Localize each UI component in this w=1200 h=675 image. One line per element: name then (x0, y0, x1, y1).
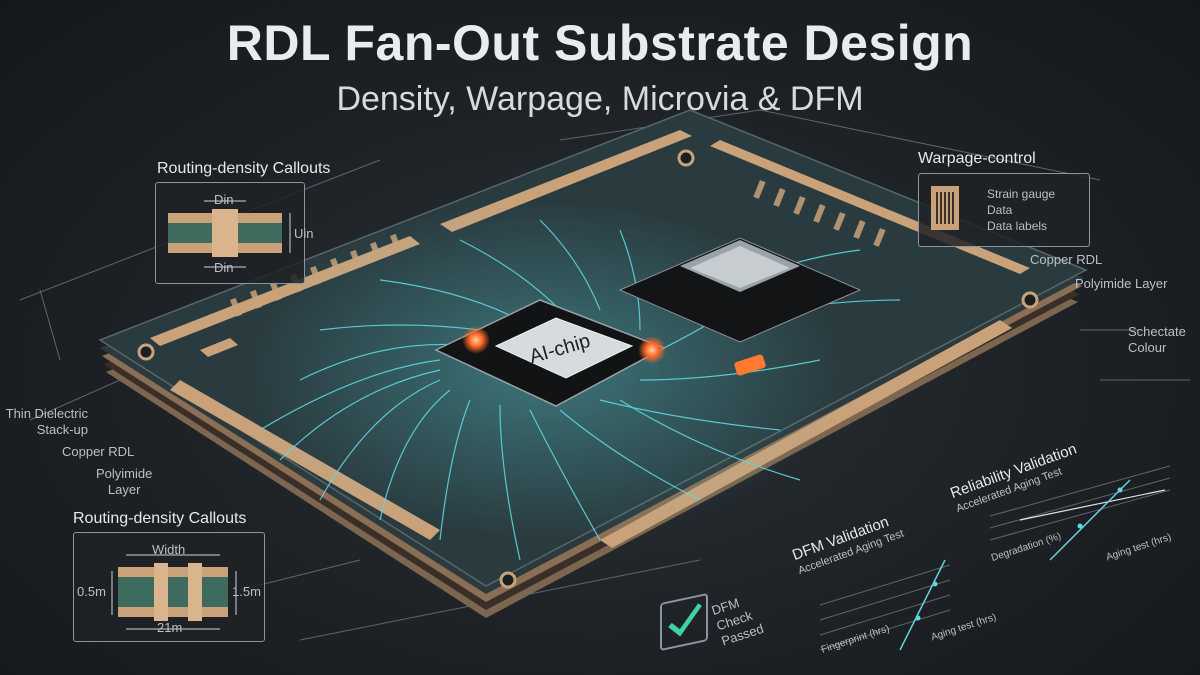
small-component (734, 354, 766, 376)
warpage-legend-3: Data labels (987, 219, 1048, 233)
left-label-polyimide: Polyimide Layer (96, 466, 153, 497)
check-icon (668, 603, 702, 637)
left-label-thin-dielectric: Thin Dielectric Stack-up (5, 406, 88, 437)
hotspot-right (638, 336, 666, 364)
dim-bottom-value-label: 21m (157, 620, 183, 635)
dim-top-label: Din (214, 192, 234, 207)
page-title: RDL Fan-Out Substrate Design (226, 15, 974, 71)
dim-left-value-label: 0.5m (77, 584, 106, 599)
right-label-copper-rdl: Copper RDL (1030, 252, 1103, 267)
mounting-holes (137, 149, 1039, 589)
hotspot-left (462, 326, 490, 354)
right-label-schectate: Schectate Colour (1128, 324, 1186, 355)
warpage-box: Strain gauge Data Data labels (918, 173, 1090, 247)
ai-chip (434, 299, 766, 407)
callout-top-left-box (155, 182, 305, 284)
warpage-legend-1: Strain gauge (987, 187, 1056, 201)
dfm-validation-chart (819, 559, 951, 651)
right-label-polyimide: Polyimide Layer (1075, 276, 1168, 291)
left-label-copper-rdl: Copper RDL (62, 444, 135, 459)
warpage-legend-2: Data (987, 203, 1013, 217)
dim-width-label: Width (152, 542, 186, 557)
callout-bottom-left-title: Routing-density Callouts (73, 510, 247, 527)
callout-top-left-diagram (168, 200, 291, 268)
dim-right-value-label: 1.5m (232, 584, 261, 599)
callout-bottom-left-box (73, 532, 265, 642)
callout-top-left-title: Routing-density Callouts (157, 160, 331, 177)
warpage-title: Warpage-control (918, 150, 1036, 167)
secondary-chip (618, 237, 862, 343)
page-subtitle: Density, Warpage, Microvia & DFM (336, 80, 864, 118)
strain-gauge-icon (931, 186, 959, 230)
dim-bottom-label: Din (214, 260, 234, 275)
dim-side-label: Uin (294, 226, 314, 241)
dfm-check-box (660, 592, 708, 652)
callout-bottom-left-diagram (111, 554, 237, 630)
reliability-chart (989, 465, 1171, 561)
